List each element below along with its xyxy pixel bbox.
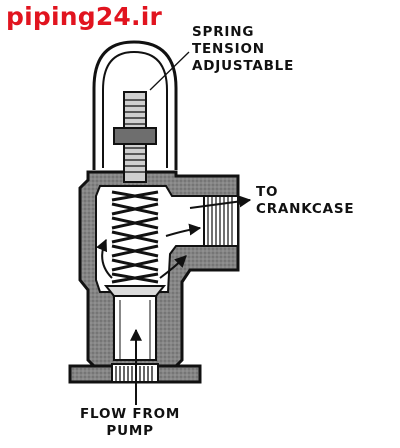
- label-line: TO: [256, 184, 279, 200]
- valve-body: [78, 170, 240, 368]
- lock-nut: [113, 127, 157, 145]
- label-line: CRANKCASE: [256, 201, 355, 217]
- label-line: PUMP: [106, 423, 154, 439]
- bonnet-cap: [92, 40, 178, 170]
- label-flow-from-pump: FLOW FROM PUMP: [80, 406, 180, 440]
- label-line: TENSION: [192, 41, 265, 57]
- flow-arrows: [96, 195, 252, 405]
- label-line: FLOW FROM: [80, 406, 181, 422]
- spring: [111, 190, 159, 284]
- label-line: SPRING: [192, 24, 255, 40]
- leader-lines: [149, 51, 190, 91]
- label-line: ADJUSTABLE: [192, 58, 295, 74]
- valve-disc: [103, 285, 167, 297]
- watermark: piping24.ir: [6, 2, 163, 31]
- label-to-crankcase: TO CRANKCASE: [256, 184, 354, 218]
- label-spring-tension: SPRING TENSION ADJUSTABLE: [192, 24, 294, 75]
